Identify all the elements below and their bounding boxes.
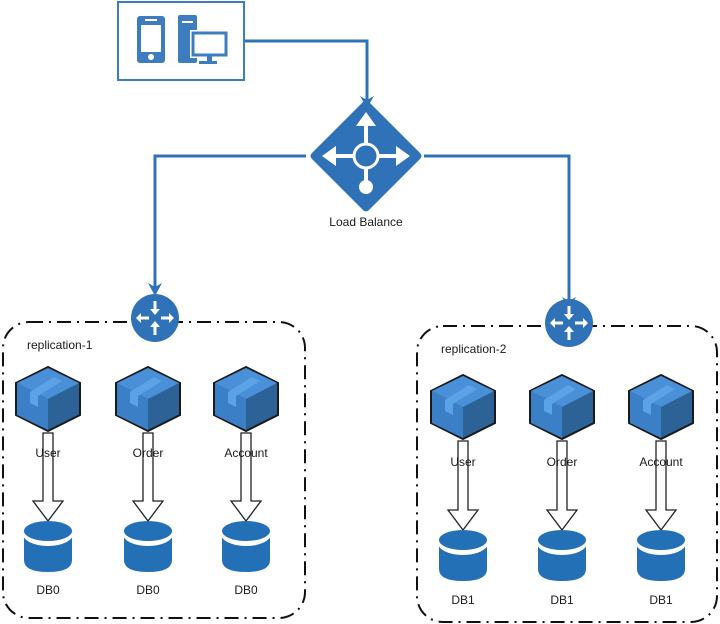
service-label: User: [450, 455, 475, 469]
replicas: replication-1UserDB0OrderDB0AccountDB0re…: [2, 294, 718, 623]
mobile-phone-icon: [137, 16, 165, 63]
edge-loadbalancer-to-router-2: [424, 154, 571, 304]
database-icon[interactable]: [438, 530, 488, 581]
service-label: Order: [133, 446, 164, 460]
desktop-computer-icon: [178, 15, 228, 64]
service-cube-icon: [430, 373, 496, 441]
data-flow-arrow: [131, 432, 165, 523]
database-label: DB0: [234, 583, 258, 597]
service-cube-icon: [213, 365, 279, 433]
database-label: DB1: [451, 593, 475, 607]
replication-label: replication-2: [441, 342, 507, 356]
service-label: Account: [639, 455, 683, 469]
database-label: DB0: [136, 583, 160, 597]
router-icon[interactable]: [545, 299, 593, 347]
router-icon[interactable]: [131, 294, 179, 342]
database-icon[interactable]: [636, 530, 686, 581]
database-label: DB1: [550, 593, 574, 607]
data-flow-arrow: [644, 440, 678, 532]
edge-client-to-loadbalancer: [244, 39, 369, 100]
edge-loadbalancer-to-router-1: [153, 154, 306, 290]
service-cube-icon: [115, 365, 181, 433]
service-label: Order: [547, 455, 578, 469]
service-label: User: [35, 446, 60, 460]
service-cube-icon: [529, 373, 595, 441]
service-label: Account: [224, 446, 268, 460]
database-icon[interactable]: [221, 521, 271, 572]
database-label: DB0: [36, 583, 60, 597]
database-icon[interactable]: [123, 521, 173, 572]
database-label: DB1: [649, 593, 673, 607]
data-flow-arrow: [31, 432, 65, 523]
service-cube-icon: [15, 365, 81, 433]
database-icon[interactable]: [23, 521, 73, 572]
client-devices[interactable]: [117, 1, 245, 81]
database-icon[interactable]: [537, 530, 587, 581]
load-balancer[interactable]: Load Balance: [310, 100, 422, 230]
replication-label: replication-1: [27, 338, 93, 352]
load-balancer-label: Load Balance: [329, 215, 403, 229]
arrows-out-icon: [322, 112, 410, 194]
data-flow-arrow: [545, 440, 579, 532]
data-flow-arrow: [446, 440, 480, 532]
data-flow-arrow: [229, 432, 263, 523]
edge-arrowhead-router-1: [148, 283, 162, 296]
service-cube-icon: [628, 373, 694, 441]
